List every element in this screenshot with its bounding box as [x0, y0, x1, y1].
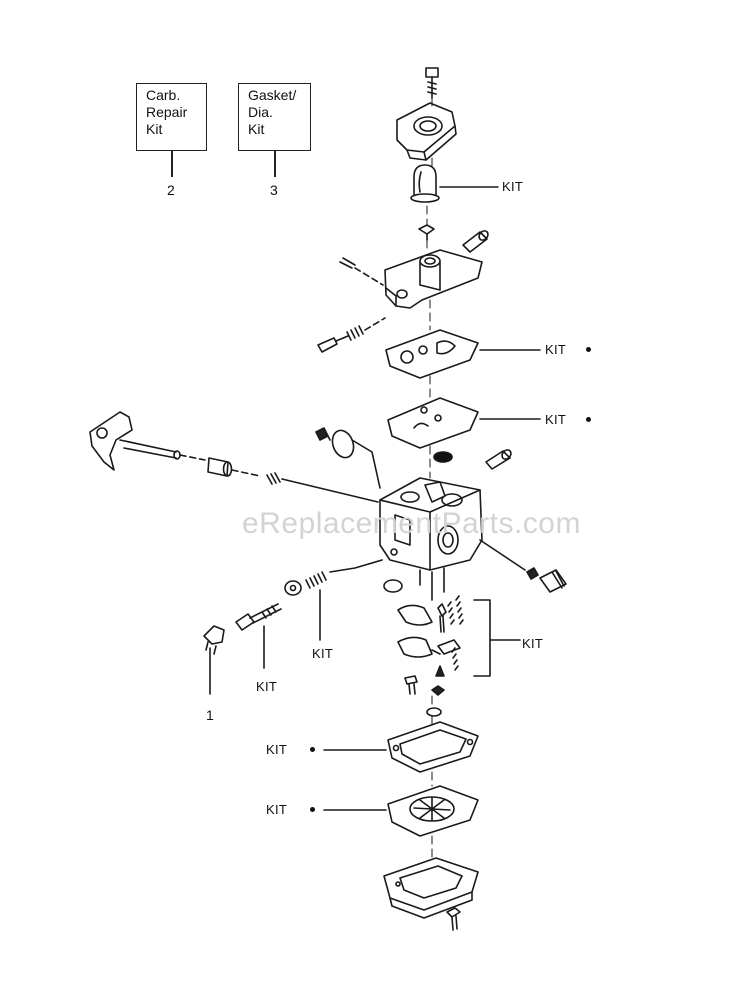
pump-screw-spring: [317, 317, 386, 353]
bracket-needle-group: [473, 599, 521, 677]
label-adjust-screw: KIT: [256, 679, 278, 694]
label-pump-gasket: KIT: [545, 342, 567, 357]
metering-gasket: [387, 721, 479, 773]
callout-line: Repair: [146, 104, 188, 120]
callout-line: Carb.: [146, 87, 181, 103]
check-disc: [383, 579, 403, 593]
callout-box-carb-repair-kit: Carb. Repair Kit: [136, 83, 207, 151]
label-spring-left: KIT: [312, 646, 334, 661]
callout-box-gasket-dia-kit: Gasket/ Dia. Kit: [238, 83, 311, 151]
kit-bullet: [310, 747, 315, 752]
carburetor-body: [379, 477, 483, 601]
kit-bullet: [310, 807, 315, 812]
washer: [284, 580, 302, 596]
callout-stem: [274, 151, 276, 177]
cover-screw: [446, 907, 461, 931]
needle-spring-group: [435, 595, 464, 677]
welch-plug: [433, 451, 453, 463]
callout-stem: [171, 151, 173, 177]
pump-body: [339, 249, 483, 309]
kit-bullet: [586, 417, 591, 422]
centerline: [426, 97, 433, 859]
callout-line: Dia.: [248, 104, 273, 120]
pump-gasket: [385, 329, 479, 379]
choke-spring: [266, 472, 379, 503]
metering-lever: [397, 604, 441, 658]
spring-left: [305, 571, 327, 589]
small-nut: [431, 685, 445, 696]
bottom-body-screw: [404, 675, 418, 695]
leader-body-left: [329, 559, 383, 573]
label-needle-group: KIT: [522, 636, 544, 651]
callout-number-2: 2: [167, 182, 175, 198]
primer-bulb: [410, 164, 440, 203]
pin-right: [462, 230, 489, 253]
pump-diaphragm: [387, 397, 479, 449]
label-primer-bulb: KIT: [502, 179, 524, 194]
label-metering-diaphragm: KIT: [266, 802, 288, 817]
adjust-screw-left: [235, 603, 282, 631]
throttle-plate: [315, 427, 381, 489]
pin-body-right: [485, 449, 512, 470]
o-ring: [426, 707, 442, 717]
metering-diaphragm: [387, 785, 479, 837]
label-metering-gasket: KIT: [266, 742, 288, 757]
watermark: eReplacementParts.com: [242, 507, 581, 540]
leader-body-right: [479, 539, 526, 571]
label-pump-diaphragm: KIT: [545, 412, 567, 427]
label-fitting-number: 1: [206, 707, 214, 723]
callout-line: Gasket/: [248, 87, 297, 103]
primer-cover: [396, 102, 457, 161]
choke-lever: [89, 411, 206, 471]
fuel-fitting: [203, 625, 225, 655]
check-valve: [418, 224, 435, 241]
callout-line: Kit: [146, 121, 163, 137]
callout-number-3: 3: [270, 182, 278, 198]
kit-bullet: [586, 347, 591, 352]
adjust-screw-right: [526, 567, 567, 593]
callout-line: Kit: [248, 121, 265, 137]
top-screw: [425, 67, 439, 99]
metering-cover: [383, 857, 479, 919]
choke-bushing: [207, 457, 261, 477]
